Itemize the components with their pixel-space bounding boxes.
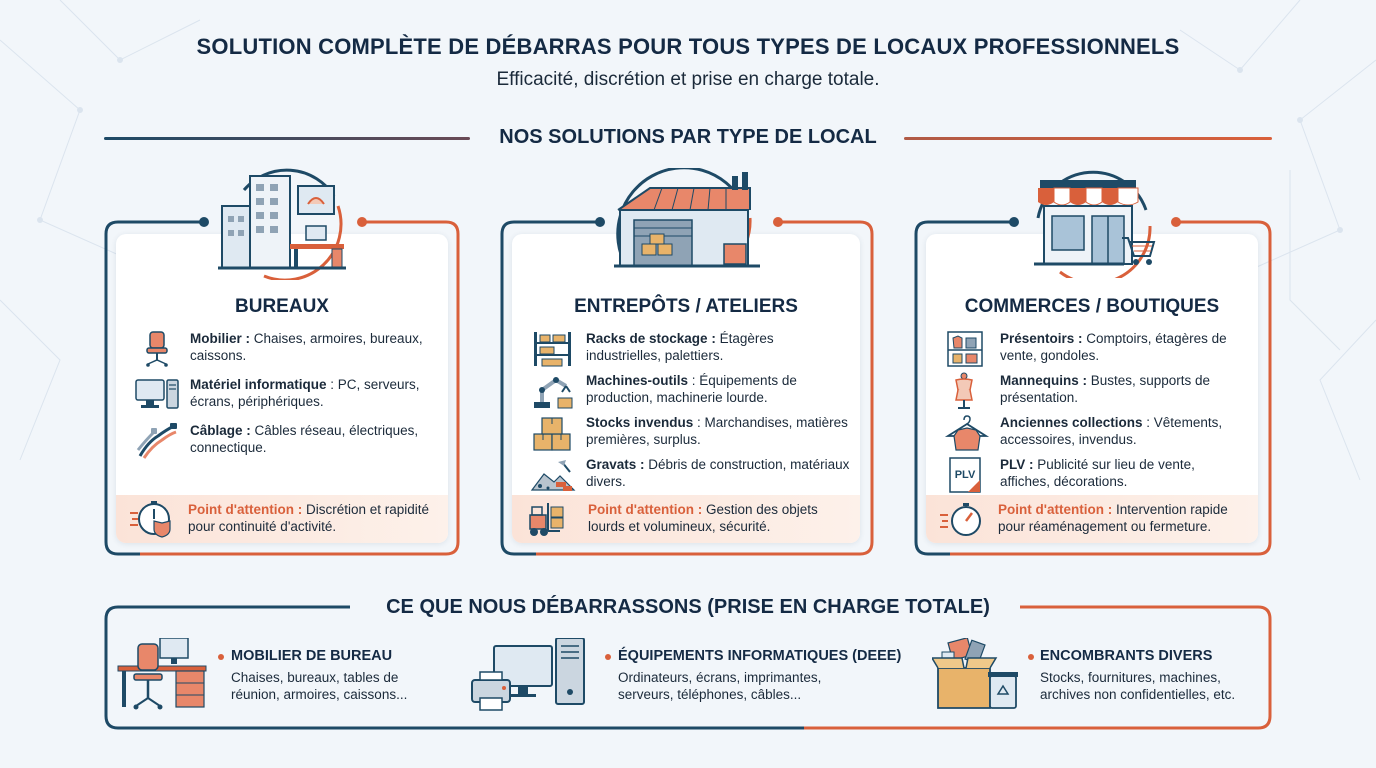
item-label: Mannequins :: [1000, 373, 1087, 388]
item-text: : Marchandises, matières premières, surp…: [586, 415, 848, 447]
card-title: BUREAUX: [235, 296, 329, 317]
list-item: Racks de stockage : Étagères industriell…: [530, 330, 850, 370]
bullet-dot: [218, 654, 224, 660]
bottom-item-text: Chaises, bureaux, tables de réunion, arm…: [231, 670, 408, 702]
attention-box: Point d'attention : Gestion des objets l…: [512, 495, 860, 543]
item-label: Stocks invendus: [586, 415, 694, 430]
mannequin-icon: [955, 372, 973, 409]
page-title: SOLUTION COMPLÈTE DE DÉBARRAS POUR TOUS …: [196, 34, 1180, 59]
rubble-icon: [530, 460, 576, 491]
item-text: Publicité sur lieu de vente, affiches, d…: [1000, 457, 1195, 489]
item-label: Câblage :: [190, 423, 251, 438]
robot-arm-icon: [534, 377, 573, 409]
plv-sign-icon: PLV: [949, 457, 981, 493]
section-rule-left: [104, 137, 470, 140]
bottom-item-title: ENCOMBRANTS DIVERS: [1040, 648, 1213, 664]
bottom-band-outline: [104, 605, 1272, 730]
card-title: ENTREPÔTS / ATELIERS: [574, 296, 798, 317]
item-text: Étagères industrielles, palettiers.: [586, 331, 774, 363]
list-item: Mobilier : Chaises, armoires, bureaux, c…: [134, 330, 438, 370]
attention-label: Point d'attention :: [588, 502, 703, 517]
item-label: Racks de stockage :: [586, 331, 716, 346]
forklift-icon: [529, 503, 564, 536]
item-label: Machines-outils: [586, 373, 689, 388]
item-text: : PC, serveurs, écrans, périphériques.: [190, 377, 420, 409]
solutions-section-title: NOS SOLUTIONS PAR TYPE DE LOCAL: [499, 126, 877, 148]
card-commerces: COMMERCES / BOUTIQUES Présentoirs : Comp…: [926, 234, 1258, 543]
bullet-dot: [605, 654, 611, 660]
list-item: Présentoirs : Comptoirs, étagères de ven…: [944, 330, 1248, 370]
storage-rack-icon: [534, 332, 571, 367]
box-recycle-icon: [932, 638, 1018, 709]
office-chair-icon: [146, 331, 168, 367]
card-entrepots-outline: [500, 217, 874, 556]
card-bureaux-outline: [104, 217, 460, 556]
bottom-item-title: MOBILIER DE BUREAU: [231, 648, 393, 664]
bottom-item-informatique: ÉQUIPEMENTS INFORMATIQUES (DEEE) Ordinat…: [470, 638, 920, 718]
item-text: Câbles réseau, électriques, connectique.: [190, 423, 419, 455]
list-item: Gravats : Débris de construction, matéri…: [530, 456, 850, 496]
item-text: Débris de construction, matériaux divers…: [586, 457, 850, 489]
page-subtitle: Efficacité, discrétion et prise en charg…: [496, 69, 880, 90]
list-item: Câblage : Câbles réseau, électriques, co…: [134, 422, 438, 462]
card-title: COMMERCES / BOUTIQUES: [964, 296, 1220, 317]
item-text: : Équipements de production, machinerie …: [586, 373, 797, 405]
attention-box: Point d'attention : Discrétion et rapidi…: [116, 495, 448, 543]
item-label: Anciennes collections: [1000, 415, 1143, 430]
attention-text: Intervention rapide pour réaménagement o…: [998, 502, 1228, 534]
card-commerces-outline: [914, 217, 1272, 556]
display-shelf-icon: [947, 331, 983, 367]
list-item: PLV PLV : Publicité sur lieu de vente, a…: [944, 456, 1248, 496]
bottom-item-text: Stocks, fournitures, machines, archives …: [1040, 670, 1236, 702]
attention-text: Discrétion et rapidité pour continuité d…: [188, 502, 430, 534]
item-label: Matériel informatique: [190, 377, 327, 392]
attention-box: Point d'attention : Intervention rapide …: [926, 495, 1258, 543]
bottom-item-text: Ordinateurs, écrans, imprimantes, serveu…: [618, 670, 822, 702]
section-rule-right: [904, 137, 1272, 140]
item-text: : Vêtements, accessoires, invendus.: [1000, 415, 1223, 447]
bullet-dot: [1028, 654, 1034, 660]
computer-icon: [135, 379, 179, 409]
warehouse-icon: [614, 168, 760, 268]
boxes-icon: [533, 417, 571, 451]
item-label: Présentoirs :: [1000, 331, 1083, 346]
shop-storefront-icon: [1034, 170, 1156, 278]
office-desk-chair-icon: [117, 638, 207, 710]
list-item: Matériel informatique : PC, serveurs, éc…: [134, 376, 438, 416]
hanger-icon: [944, 415, 990, 451]
list-item: Anciennes collections : Vêtements, acces…: [944, 414, 1248, 454]
item-text: Chaises, armoires, bureaux, caissons.: [190, 331, 423, 363]
stopwatch-icon: [940, 503, 981, 536]
item-label: Mobilier :: [190, 331, 250, 346]
item-label: Gravats :: [586, 457, 645, 472]
attention-label: Point d'attention :: [998, 502, 1113, 517]
list-item: Mannequins : Bustes, supports de présent…: [944, 372, 1248, 412]
item-text: Bustes, supports de présentation.: [1000, 373, 1211, 405]
item-text: Comptoirs, étagères de vente, gondoles.: [1000, 331, 1227, 363]
stopwatch-shield-icon: [130, 501, 171, 538]
card-bureaux: BUREAUX Mobilier : Chaises, armoires, bu…: [116, 234, 448, 543]
plv-sign-text: PLV: [955, 469, 976, 481]
bottom-item-encombrants: ENCOMBRANTS DIVERS Stocks, fournitures, …: [932, 638, 1272, 718]
computer-printer-icon: [471, 638, 585, 711]
list-item: Machines-outils : Équipements de product…: [530, 372, 850, 412]
cables-icon: [136, 423, 177, 459]
attention-text: Gestion des objets lourds et volumineux,…: [588, 502, 818, 534]
attention-label: Point d'attention :: [188, 502, 303, 517]
bottom-section-title: CE QUE NOUS DÉBARRASSONS (PRISE EN CHARG…: [386, 596, 990, 618]
bottom-item-title: ÉQUIPEMENTS INFORMATIQUES (DEEE): [618, 648, 902, 664]
office-building-desk-icon: [218, 168, 346, 280]
list-item: Stocks invendus : Marchandises, matières…: [530, 414, 850, 454]
item-label: PLV :: [1000, 457, 1034, 472]
bottom-item-mobilier: MOBILIER DE BUREAU Chaises, bureaux, tab…: [116, 638, 436, 718]
card-entrepots: ENTREPÔTS / ATELIERS Racks de stockage :…: [512, 234, 860, 543]
